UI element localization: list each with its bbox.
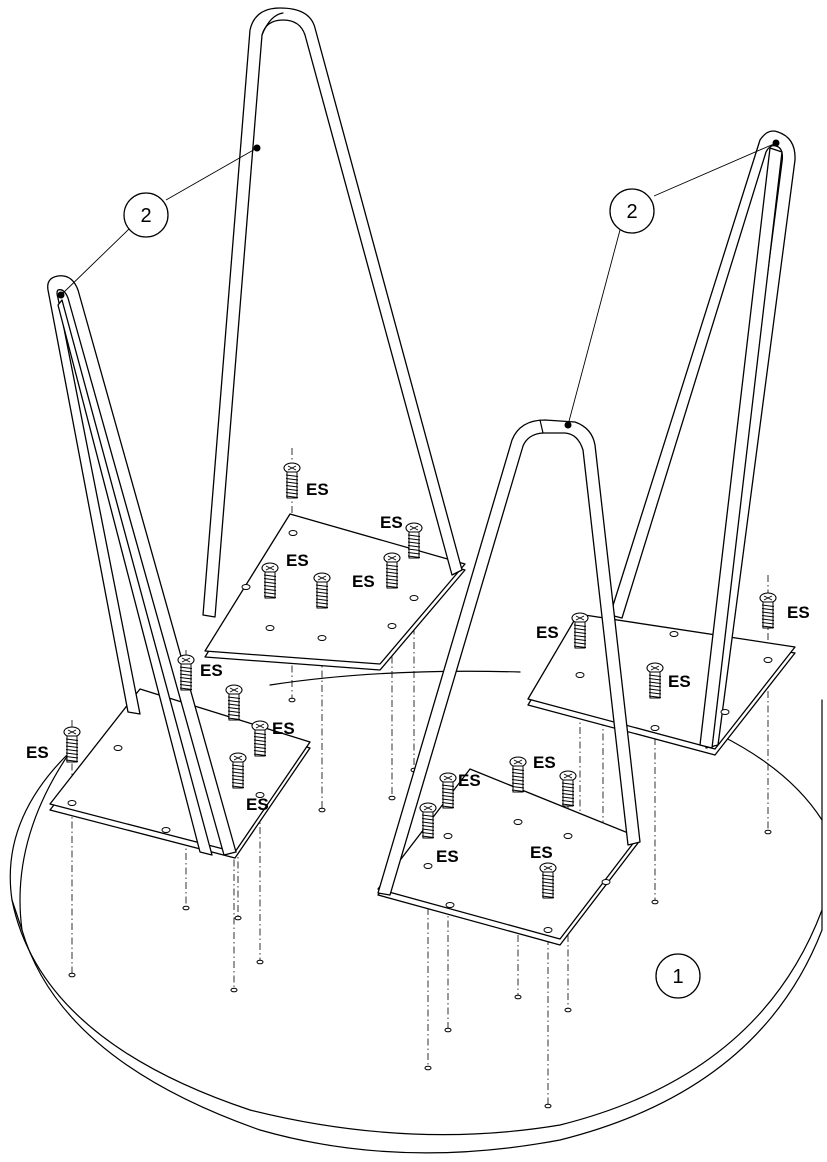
screw (646, 662, 664, 699)
screw-label: ES (536, 623, 559, 642)
screw (539, 862, 557, 899)
screw (405, 522, 423, 559)
screw-label: ES (272, 719, 295, 738)
screw (177, 654, 195, 691)
screw-label: ES (530, 843, 553, 862)
leg-back-left (202, 7, 466, 671)
screws (63, 462, 777, 899)
screw (759, 592, 777, 629)
callout-number: 2 (140, 205, 151, 227)
screw-label: ES (436, 847, 459, 866)
screw-label: ES (787, 603, 810, 622)
screw (419, 802, 437, 839)
screw (439, 772, 457, 809)
callout-number: 1 (672, 966, 683, 988)
screw (261, 562, 279, 599)
screw (251, 720, 269, 757)
screw-label: ES (200, 661, 223, 680)
callout-leg-left: 2 (60, 147, 258, 296)
screw (229, 752, 247, 789)
screw-label: ES (352, 572, 375, 591)
screw-label: ES (286, 551, 309, 570)
screw (559, 770, 577, 807)
screw-label: ES (668, 672, 691, 691)
screw-label: ES (380, 513, 403, 532)
leg-front-left (47, 275, 311, 859)
screw (225, 684, 243, 721)
screw (383, 552, 401, 589)
screw-label: ES (306, 480, 329, 499)
tabletop (9, 670, 823, 1154)
callout-tabletop: 1 (655, 953, 701, 999)
screw-label: ES (533, 753, 556, 772)
screw-label: ES (458, 771, 481, 790)
callout-leg-right: 2 (567, 142, 777, 426)
screw (63, 726, 81, 763)
screw-labels: ES ES ES ES ES ES ES ES ES ES ES ES ES E… (26, 480, 810, 866)
screw (313, 572, 331, 609)
callout-number: 2 (626, 201, 637, 223)
leg-back-right (527, 130, 796, 756)
screw-label: ES (246, 795, 269, 814)
leg-front-right (377, 419, 641, 946)
screw (509, 756, 527, 793)
screw (283, 462, 301, 499)
screw (571, 612, 589, 649)
screw-label: ES (26, 743, 49, 762)
